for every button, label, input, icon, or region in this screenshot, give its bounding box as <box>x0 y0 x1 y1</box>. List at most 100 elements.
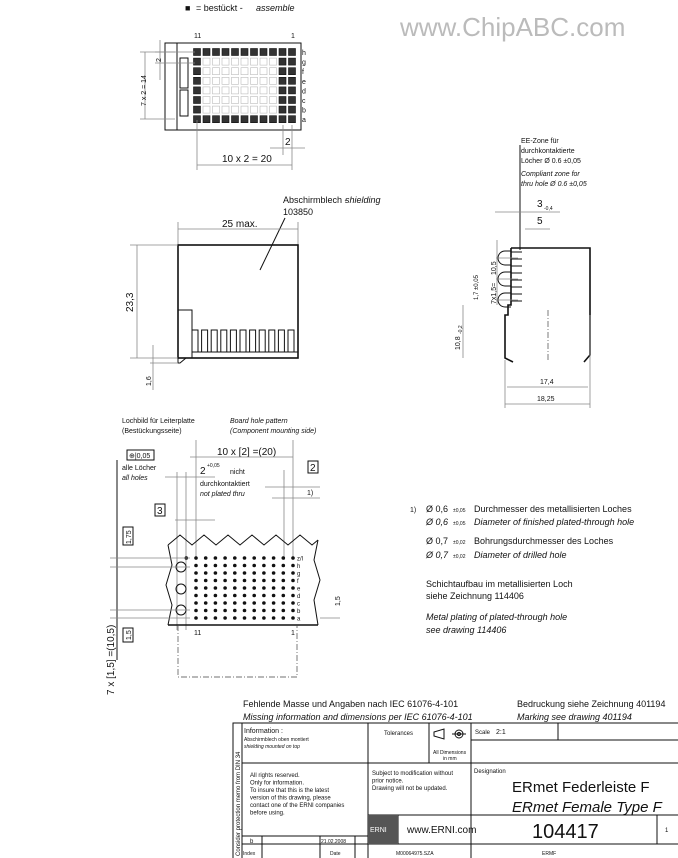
contact-cell <box>278 115 287 123</box>
hole <box>291 571 295 575</box>
contact-cell <box>221 77 230 85</box>
contact-cell <box>288 115 296 123</box>
contact-cell <box>250 105 258 114</box>
dim-1-5-right: 1,5 <box>335 596 342 606</box>
contact-cell <box>240 96 249 104</box>
pin <box>249 329 257 353</box>
hole <box>223 601 227 605</box>
hole <box>281 616 286 620</box>
subject-line: prior notice. <box>372 779 404 785</box>
hole <box>233 601 237 605</box>
hole <box>233 593 237 598</box>
side-view: Abschirmblech - shielding 103850 25 max.… <box>125 195 381 390</box>
ee-line-en: Compliant zone for <box>521 171 580 178</box>
scale-label: Scale <box>475 730 491 736</box>
note-line: Bohrungsdurchmesser des Loches <box>474 536 614 546</box>
hole <box>223 571 227 575</box>
contact-cell <box>269 115 277 123</box>
hole <box>194 578 198 583</box>
legend-text-en: assemble <box>256 3 295 13</box>
hole <box>262 601 266 605</box>
contact-cell <box>240 115 249 123</box>
hole <box>194 601 198 605</box>
board-hole-pattern: Lochbild für Leiterplatte (Bestückungsse… <box>106 418 342 695</box>
contact-cell <box>212 67 220 75</box>
hole <box>252 608 256 613</box>
hole <box>271 616 276 620</box>
box-3: 3 <box>157 506 163 517</box>
contact-cell <box>259 86 268 95</box>
note-val: Ø 0,7 <box>425 550 449 560</box>
contact-cell <box>269 67 277 75</box>
pin <box>210 329 218 353</box>
contact-cell <box>240 77 249 85</box>
np-label: nicht <box>230 469 245 476</box>
subject-line: Subject to modification without <box>372 771 453 777</box>
contact-cell <box>193 105 201 114</box>
dim-5: 5 <box>537 216 543 227</box>
hole <box>252 593 256 598</box>
contact-cell <box>278 86 287 95</box>
watermark: www.ChipABC.com <box>399 12 625 42</box>
hole <box>223 578 227 583</box>
marking-de: Bedruckung siehe Zeichnung 401194 <box>517 699 665 709</box>
note-val: Ø 0,6 <box>426 504 448 514</box>
contact-cell <box>202 48 211 56</box>
legend-symbol: ■ <box>185 3 190 13</box>
shielding-part-no: 103850 <box>283 207 313 217</box>
hole <box>262 616 266 620</box>
hole <box>281 571 286 575</box>
contact-cell <box>269 48 277 56</box>
pattern-row-label: c <box>297 602 300 608</box>
hole <box>271 578 276 583</box>
contact-cell <box>269 96 277 104</box>
note-line: Durchmesser des metallisierten Loches <box>474 504 632 514</box>
contact-cell <box>240 57 249 66</box>
contact-cell <box>250 67 258 75</box>
hole <box>203 563 208 568</box>
contact-cell <box>221 96 230 104</box>
contact-cell <box>288 96 296 104</box>
contact-cell <box>288 77 296 85</box>
ee-line: Löcher Ø 0.6 ±0,05 <box>521 158 581 165</box>
pin <box>191 329 199 353</box>
hole <box>203 556 208 560</box>
family: ERMF <box>542 851 556 857</box>
info-title: Information : <box>244 728 283 735</box>
contact-cell <box>221 105 230 114</box>
file-name: M00064975.SZA <box>396 851 434 857</box>
note-line: see drawing 114406 <box>426 625 506 635</box>
hole <box>291 593 295 598</box>
contact-cell <box>259 48 268 56</box>
contact-cell <box>221 67 230 75</box>
hole <box>271 593 276 598</box>
contact-cell <box>221 115 230 123</box>
hole <box>252 578 256 583</box>
in-mm: in mm <box>443 756 457 762</box>
hole <box>252 556 256 560</box>
ee-line: EE-Zone für <box>521 138 559 145</box>
hole <box>194 593 198 598</box>
pin <box>258 329 266 353</box>
contact-cell <box>202 57 211 66</box>
contact-cell <box>212 57 220 66</box>
contact-cell <box>250 48 258 56</box>
hole <box>233 616 237 620</box>
pin <box>287 329 295 353</box>
ee-line-en: thru hole Ø 0.6 ±0,05 <box>521 181 587 188</box>
contact-cell <box>288 48 296 56</box>
designation-en: ERmet Female Type F <box>512 799 663 816</box>
contact-cell <box>278 57 287 66</box>
row-label: b <box>302 108 306 115</box>
contact-cell <box>278 105 287 114</box>
hole <box>213 616 218 620</box>
contact-cell <box>212 48 220 56</box>
contact-cell <box>212 105 220 114</box>
designation-de: ERmet Federleiste F <box>512 779 650 796</box>
contact-cell <box>269 57 277 66</box>
pin <box>239 329 247 353</box>
erni-logo: ERNI <box>370 827 387 834</box>
hole <box>194 556 198 560</box>
contact-cell <box>212 77 220 85</box>
hole <box>233 556 237 560</box>
